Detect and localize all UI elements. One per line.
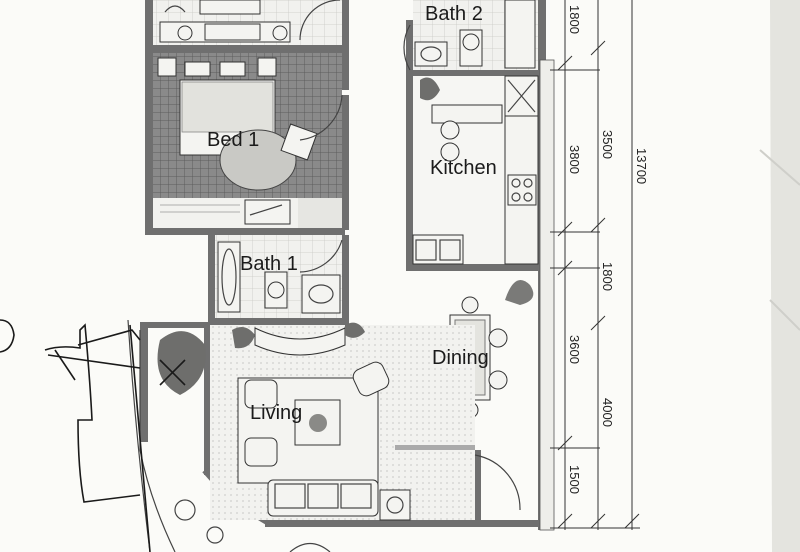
hand-drawn-marks bbox=[0, 319, 186, 552]
kitchen bbox=[412, 59, 555, 531]
plant-icon bbox=[420, 77, 440, 101]
dimension-label-1800-top: 1800 bbox=[567, 5, 582, 34]
dimension-label-1800-mid: 1800 bbox=[600, 262, 615, 291]
bath-2 bbox=[403, 0, 538, 71]
dimension-lines bbox=[550, 0, 640, 530]
top-vanity-area bbox=[153, 0, 342, 45]
dimension-label-13700: 13700 bbox=[634, 148, 649, 184]
bath-1 bbox=[215, 235, 343, 318]
living bbox=[157, 77, 521, 521]
dimension-label-4000: 4000 bbox=[600, 398, 615, 427]
dimension-label-3500: 3500 bbox=[600, 130, 615, 159]
plant-icon bbox=[345, 322, 365, 338]
room-label-kitchen: Kitchen bbox=[430, 157, 497, 179]
dimension-label-3600: 3600 bbox=[567, 335, 582, 364]
room-label-living: Living bbox=[250, 402, 302, 424]
room-label-bed-1: Bed 1 bbox=[207, 129, 259, 151]
bedroom bbox=[153, 53, 343, 228]
table-edge bbox=[759, 149, 800, 331]
dimension-label-3800: 3800 bbox=[567, 145, 582, 174]
room-label-bath-1: Bath 1 bbox=[240, 253, 298, 275]
plant-icon bbox=[505, 280, 534, 305]
dimension-label-1500: 1500 bbox=[567, 465, 582, 494]
room-label-bath-2: Bath 2 bbox=[425, 3, 483, 25]
room-label-dining: Dining bbox=[432, 347, 489, 369]
plant-icon bbox=[232, 326, 255, 349]
